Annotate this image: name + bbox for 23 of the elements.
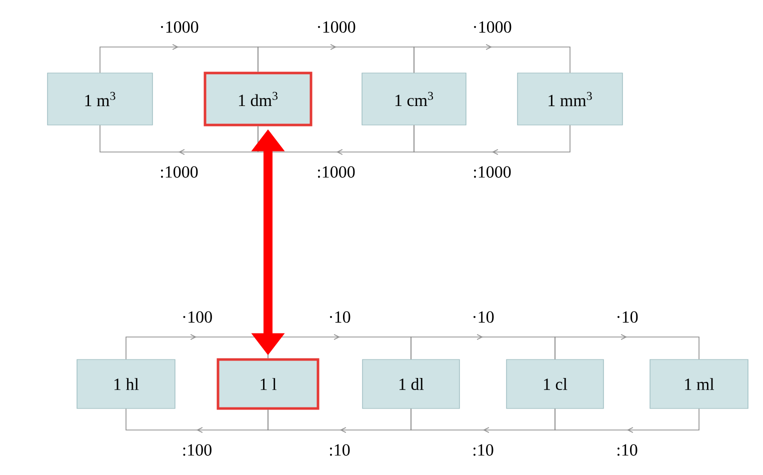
unit-box: 1 dm$^{3}$ <box>204 72 312 126</box>
unit-box: 1 m$^{3}$ <box>47 72 153 126</box>
edge-label: :10 <box>471 443 495 457</box>
edge-label: :10 <box>615 443 639 457</box>
edge-label: :100 <box>180 443 214 457</box>
edge-label: ·10 <box>614 310 640 324</box>
unit-box: 1 ml <box>650 359 748 409</box>
edge-label: ·100 <box>180 310 214 324</box>
edge-label: ·10 <box>470 310 496 324</box>
edge-label: :1000 <box>158 165 200 179</box>
edge-label: ·10 <box>327 310 352 324</box>
unit-box: 1 dl <box>362 359 460 409</box>
unit-box: 1 cm$^{3}$ <box>362 72 466 126</box>
edge-label: ·1000 <box>471 20 513 34</box>
edge-label: :1000 <box>472 165 512 179</box>
edge-label: :10 <box>328 443 352 457</box>
edge-label: ·1000 <box>158 20 200 34</box>
edge-label: ·1000 <box>315 20 357 34</box>
unit-box: 1 hl <box>76 359 176 409</box>
unit-box: 1 mm$^{3}$ <box>517 72 623 126</box>
edge-label: :1000 <box>316 165 356 179</box>
unit-box: 1 l <box>216 358 320 410</box>
unit-box: 1 cl <box>506 359 604 409</box>
